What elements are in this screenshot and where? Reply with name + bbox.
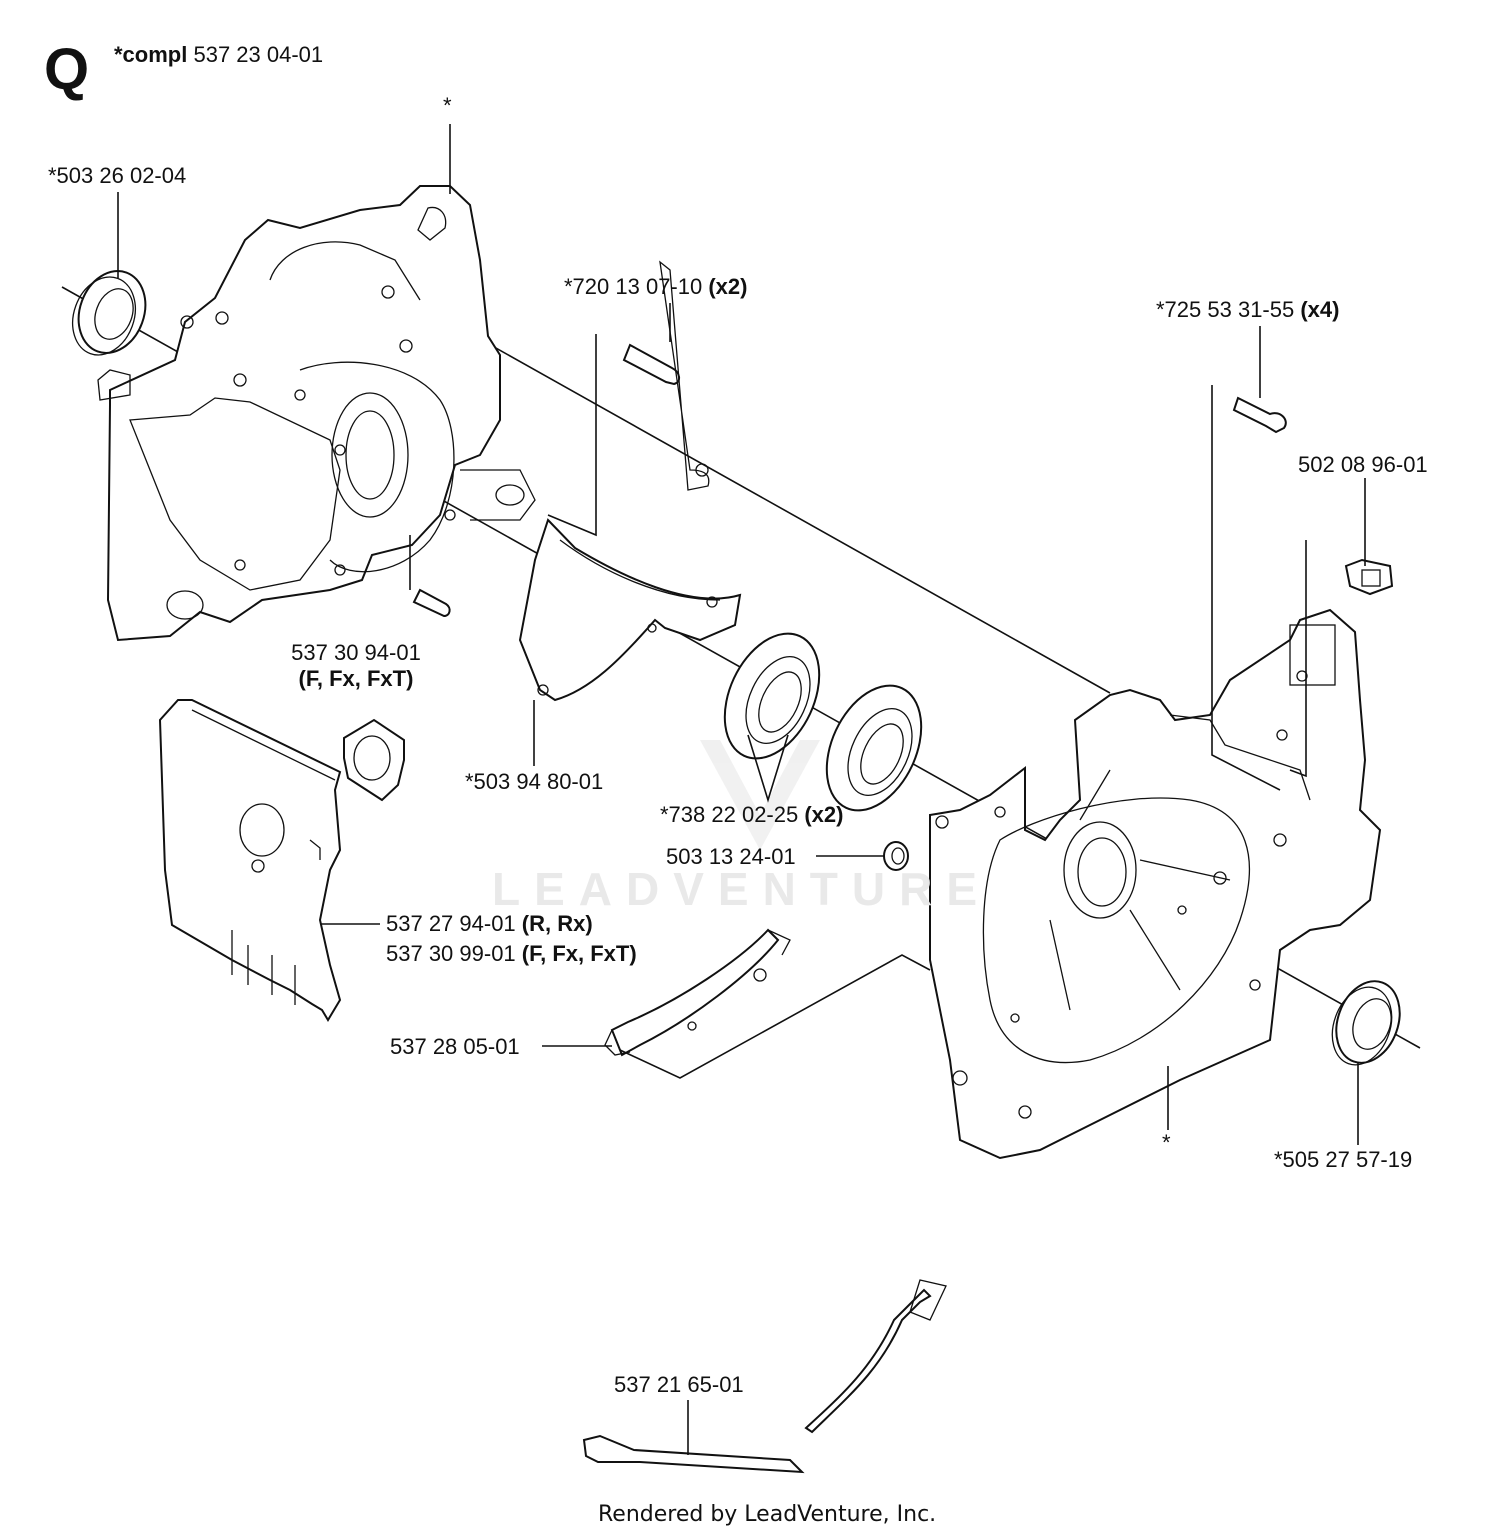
leader-lines <box>117 124 1366 1455</box>
star-marker-bottom: * <box>1162 1130 1171 1155</box>
dowel-pin-qty: (x2) <box>708 274 748 299</box>
spacer-number: 537 30 94-01 <box>291 640 421 665</box>
plate-b-variant: (F, Fx, FxT) <box>521 941 637 966</box>
label-nut: 502 08 96-01 <box>1298 452 1428 477</box>
dowel-pin-number: *720 13 07-10 <box>564 274 703 299</box>
dowel-pin-lower <box>409 535 451 618</box>
label-screw: *725 53 31-55 (x4) <box>1156 297 1339 323</box>
left-crankcase-half <box>97 185 536 642</box>
label-clamp: 537 28 05-01 <box>390 1034 520 1059</box>
label-seal-right: *505 27 57-19 <box>1274 1147 1413 1172</box>
plate-a-variant: (R, Rx) <box>521 911 593 936</box>
shield-plate-part <box>158 699 342 1022</box>
label-gasket: *503 94 80-01 <box>465 769 604 794</box>
spacer-part <box>343 718 405 802</box>
nut-part <box>1344 558 1394 596</box>
plate-b-number: 537 30 99-01 <box>386 941 516 966</box>
footer-credit: Rendered by LeadVenture, Inc. <box>598 1502 937 1527</box>
bearing-number: *738 22 02-25 <box>660 802 799 827</box>
bearing-qty: (x2) <box>804 802 844 827</box>
label-plate-b: 537 30 99-01 (F, Fx, FxT) <box>386 941 637 967</box>
right-crankcase-half <box>929 608 1382 1160</box>
dowel-pin-upper <box>622 343 680 386</box>
bearing-first <box>723 632 821 760</box>
compl-word: *compl <box>114 42 188 67</box>
section-letter: Q <box>44 37 90 102</box>
seal-right-part <box>1331 980 1401 1066</box>
grommet-part <box>883 841 909 871</box>
label-bearing: *738 22 02-25 (x2) <box>660 802 843 828</box>
clamp-part <box>604 928 791 1057</box>
watermark-text: LEADVENTURE <box>492 863 992 915</box>
spacer-variant: (F, Fx, FxT) <box>298 666 414 691</box>
cable-part <box>582 1279 947 1474</box>
compl-number: 537 23 04-01 <box>193 42 324 67</box>
label-cable: 537 21 65-01 <box>614 1372 744 1397</box>
label-grommet: 503 13 24-01 <box>666 844 796 869</box>
plate-a-number: 537 27 94-01 <box>386 911 516 936</box>
seal-left-part <box>72 270 147 356</box>
bearing-second <box>825 684 923 812</box>
screw-number: *725 53 31-55 <box>1156 297 1295 322</box>
screw-part <box>1232 396 1287 434</box>
label-dowel-pin: *720 13 07-10 (x2) <box>564 274 747 300</box>
label-plate-a: 537 27 94-01 (R, Rx) <box>386 911 593 937</box>
screw-qty: (x4) <box>1300 297 1340 322</box>
star-marker-top: * <box>443 93 452 118</box>
gasket-part <box>518 260 742 702</box>
assembly-title: *compl 537 23 04-01 <box>114 42 323 68</box>
label-seal-left: *503 26 02-04 <box>48 163 187 188</box>
label-spacer: 537 30 94-01 (F, Fx, FxT) <box>278 640 434 692</box>
